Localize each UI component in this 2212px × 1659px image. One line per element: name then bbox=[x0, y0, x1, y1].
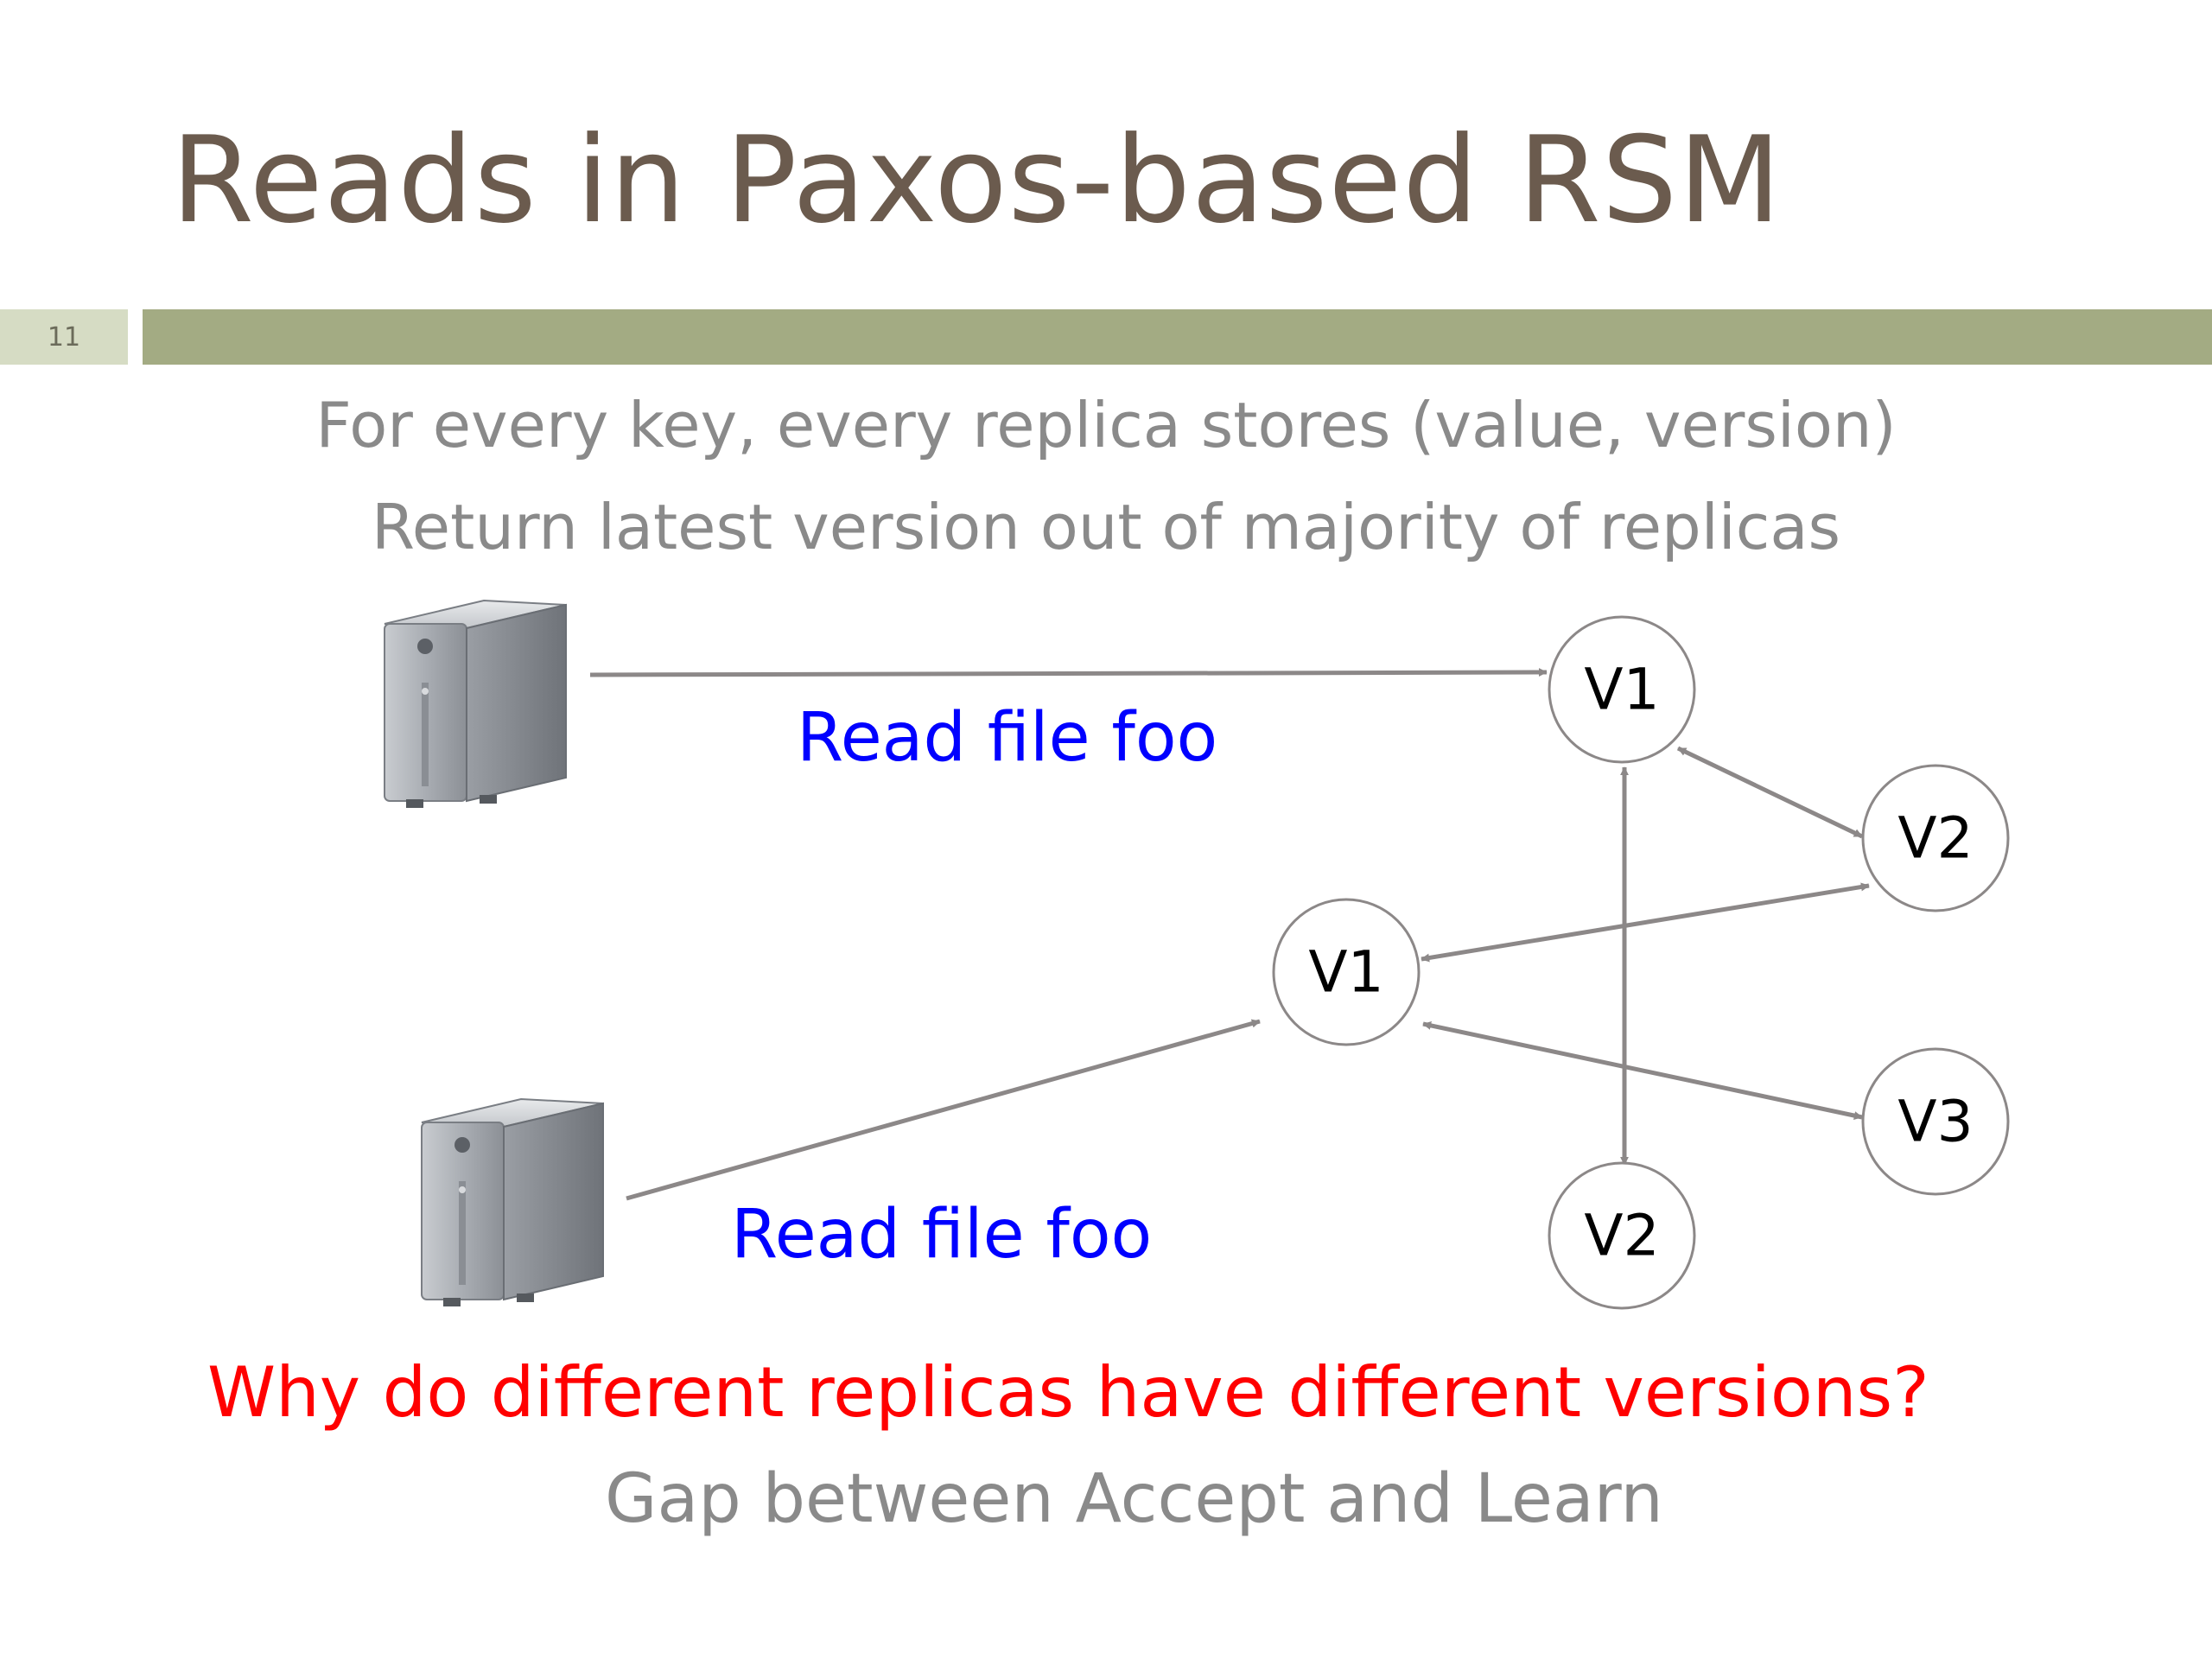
replica-label-r4: V3 bbox=[1897, 1089, 1973, 1155]
replica-node-r5: V2 bbox=[1548, 1161, 1696, 1310]
request-label-top: Read file foo bbox=[797, 699, 1217, 777]
replica-node-r3: V1 bbox=[1272, 898, 1421, 1046]
arrow-r3-r4 bbox=[1422, 1021, 1863, 1120]
replica-label-r5: V2 bbox=[1584, 1203, 1659, 1269]
bullet-2: Return latest version out of majority of… bbox=[372, 491, 1840, 563]
replica-node-r4: V3 bbox=[1861, 1047, 2010, 1196]
bullet-1: For every key, every replica stores (val… bbox=[315, 389, 1897, 461]
replica-node-r2: V2 bbox=[1861, 764, 2010, 912]
arrow-client-bottom-to-r3 bbox=[626, 1019, 1261, 1201]
replica-label-r3: V1 bbox=[1308, 939, 1383, 1006]
answer-text: Gap between Accept and Learn bbox=[605, 1460, 1663, 1538]
replica-label-r1: V1 bbox=[1584, 657, 1659, 723]
question-text: Why do different replicas have different… bbox=[207, 1352, 1929, 1433]
replica-node-r1: V1 bbox=[1548, 615, 1696, 764]
request-label-bottom: Read file foo bbox=[731, 1196, 1152, 1274]
slide-title: Reads in Paxos-based RSM bbox=[171, 111, 1783, 250]
arrow-r3-r2 bbox=[1421, 882, 1870, 963]
header-bar bbox=[143, 309, 2212, 365]
replica-label-r2: V2 bbox=[1897, 805, 1973, 872]
server-icon-top bbox=[384, 599, 567, 808]
slide-number: 11 bbox=[0, 309, 128, 365]
arrow-r1-r2 bbox=[1676, 746, 1864, 839]
arrow-client-top-to-r1 bbox=[589, 668, 1548, 677]
server-icon-bottom bbox=[421, 1097, 604, 1306]
